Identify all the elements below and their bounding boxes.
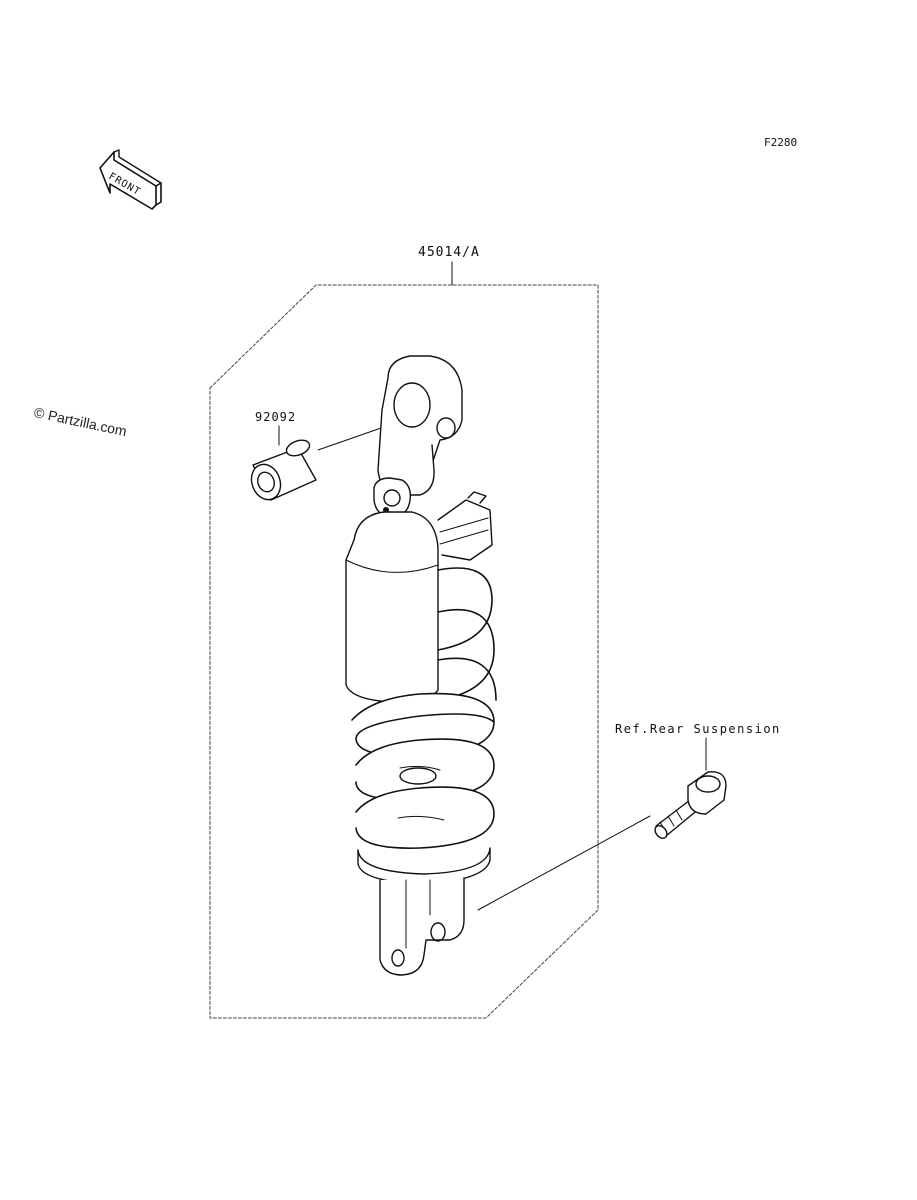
front-arrow-icon: FRONT: [99, 149, 162, 210]
collar-part: [250, 439, 317, 501]
lower-mount: [357, 847, 491, 976]
part-number-main-assembly: 45014/A: [418, 245, 480, 260]
figure-code: F2280: [764, 136, 798, 149]
reference-label: Ref.Rear Suspension: [615, 722, 781, 736]
part-number-collar: 92092: [255, 410, 297, 424]
reference-leader: [477, 815, 651, 911]
spring-adjuster: [437, 491, 493, 561]
shock-reservoir: [345, 511, 439, 703]
assembly-boundary: [209, 284, 599, 1019]
reference-bolt: [654, 771, 727, 839]
upper-mount: [373, 355, 463, 519]
coil-spring: [351, 567, 497, 849]
